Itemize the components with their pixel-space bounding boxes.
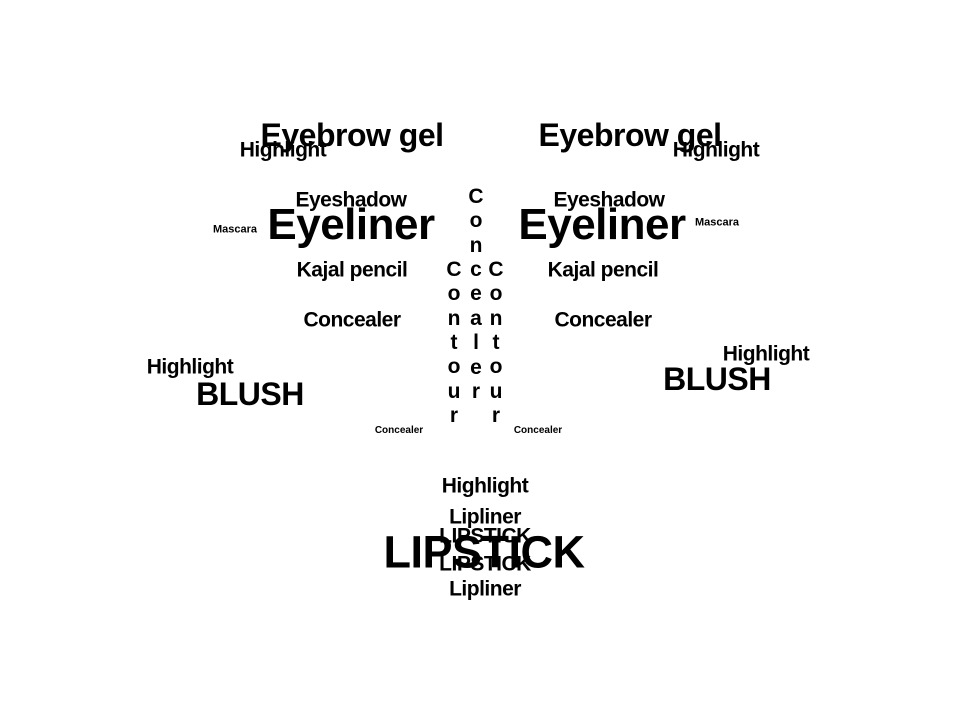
kajal-pencil-right: Kajal pencil <box>547 258 659 282</box>
highlight-brow-left: Highlight <box>239 138 327 162</box>
concealer-center-letter: l <box>473 331 479 355</box>
contour-nose-left: C o n t o u r <box>446 258 461 429</box>
contour-right-letter: t <box>492 331 500 355</box>
concealer-center-letter: o <box>469 209 483 233</box>
concealer-center-letter: e <box>470 282 482 306</box>
concealer-center-letter: e <box>470 355 482 379</box>
concealer-small-right: Concealer <box>513 425 563 436</box>
eyebrow-gel-right: Eyebrow gel <box>538 117 723 153</box>
highlight-cheek-right: Highlight <box>722 342 810 366</box>
lipliner-bottom: Lipliner <box>449 577 521 601</box>
concealer-nose-center: C o n c e a l e r <box>468 185 483 404</box>
mascara-left: Mascara <box>212 223 258 236</box>
eyeshadow-left: Eyeshadow <box>295 188 407 212</box>
blush-right: BLUSH <box>663 361 771 397</box>
concealer-under-eye-right: Concealer <box>554 308 652 332</box>
kajal-pencil-left: Kajal pencil <box>296 258 408 282</box>
contour-left-letter: t <box>450 331 458 355</box>
contour-right-letter: n <box>489 306 503 330</box>
lipliner-top: Lipliner <box>449 505 521 529</box>
highlight-brow-right: Highlight <box>672 138 760 162</box>
concealer-center-letter: C <box>468 185 484 208</box>
blush-left: BLUSH <box>196 376 304 412</box>
highlight-lip: Highlight <box>441 474 529 498</box>
mascara-right: Mascara <box>694 216 740 229</box>
concealer-under-eye-left: Concealer <box>303 308 401 332</box>
contour-right-letter: o <box>489 355 503 379</box>
lipstick-big: LIPSTICK <box>383 526 585 578</box>
contour-left-letter: u <box>447 379 461 403</box>
lipstick-small-bottom: LIPSTICK <box>439 552 531 576</box>
contour-nose-right: C o n t o u r <box>488 258 503 429</box>
eyebrow-gel-left: Eyebrow gel <box>260 117 445 153</box>
contour-right-letter: C <box>488 258 504 281</box>
concealer-small-left: Concealer <box>374 425 424 436</box>
concealer-center-letter: c <box>470 258 482 282</box>
contour-left-letter: n <box>447 306 461 330</box>
eyeshadow-right: Eyeshadow <box>553 188 665 212</box>
contour-right-letter: o <box>489 282 503 306</box>
highlight-cheek-left: Highlight <box>146 355 234 379</box>
eyeliner-left: Eyeliner <box>267 200 435 249</box>
contour-left-letter: o <box>447 282 461 306</box>
contour-right-letter: r <box>491 404 501 428</box>
concealer-center-letter: r <box>471 379 481 403</box>
eyeliner-right: Eyeliner <box>518 200 686 249</box>
contour-right-letter: u <box>489 379 503 403</box>
concealer-center-letter: n <box>469 233 483 257</box>
contour-left-letter: C <box>446 258 462 281</box>
contour-left-letter: o <box>447 355 461 379</box>
concealer-center-letter: a <box>470 306 482 330</box>
contour-left-letter: r <box>449 404 459 428</box>
lipstick-small-top: LIPSTICK <box>439 524 531 548</box>
